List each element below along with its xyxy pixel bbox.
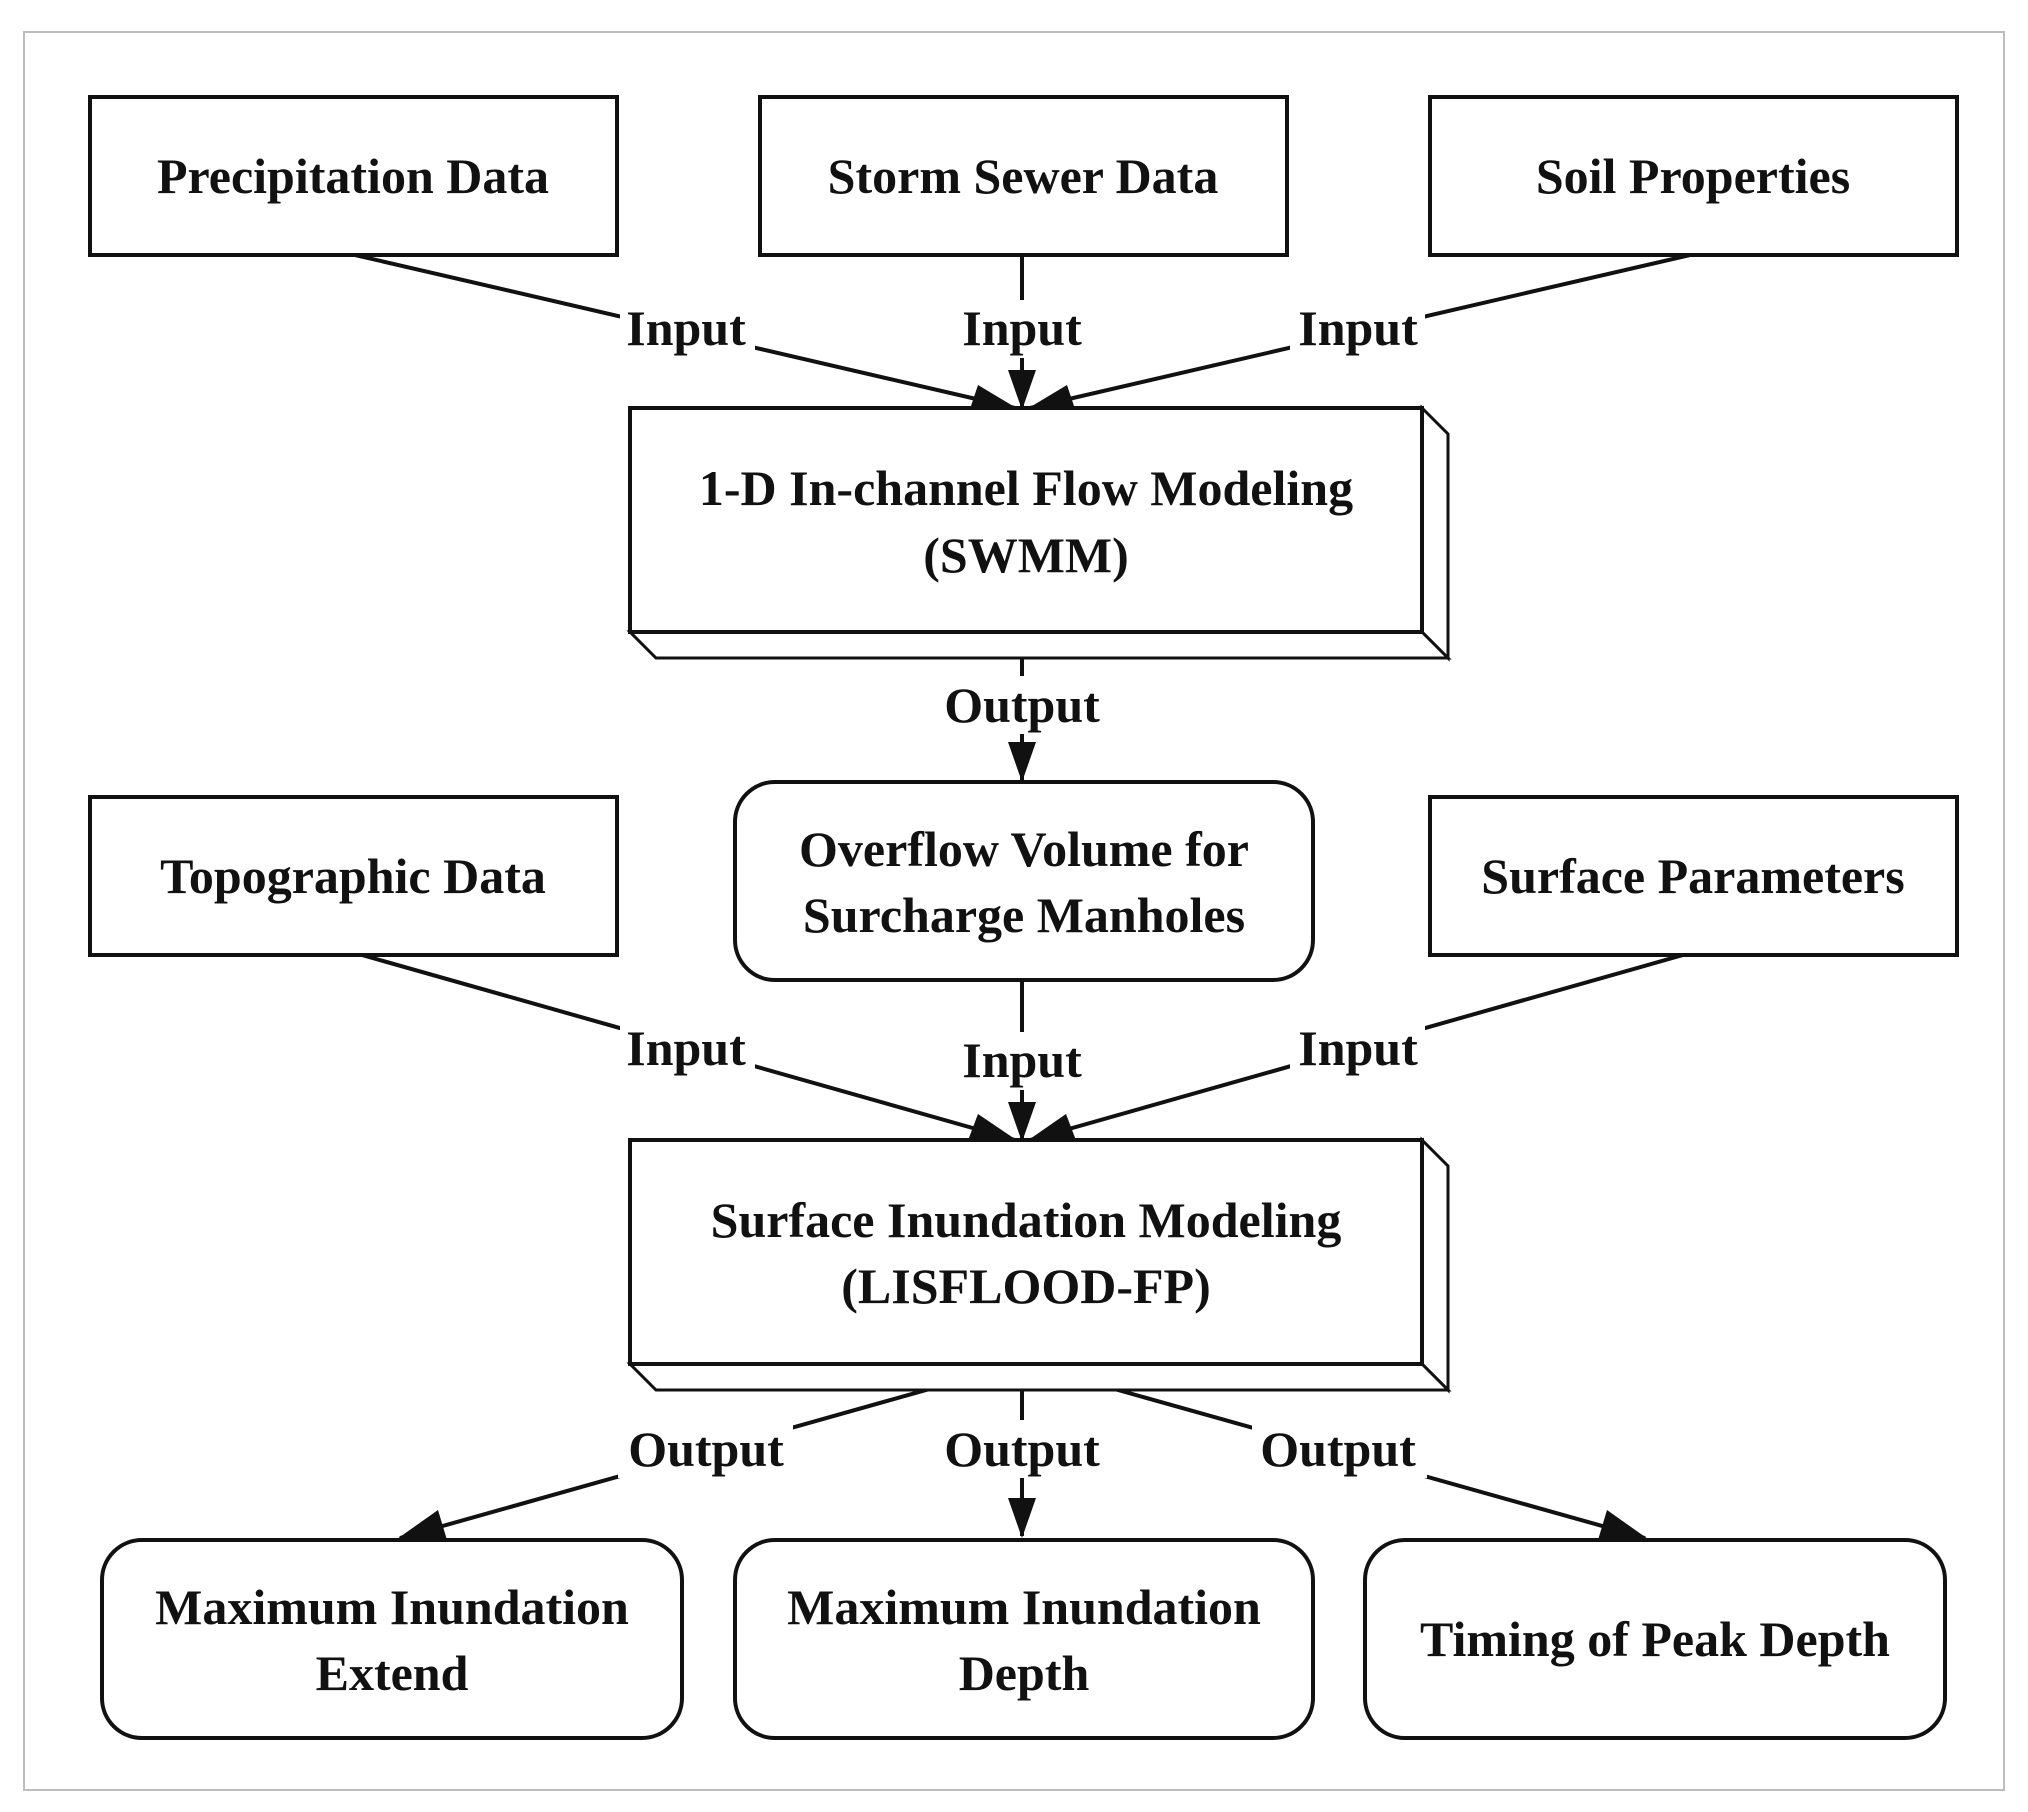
diagram-frame [23,31,2005,1791]
node-swmm-model: 1-D In-channel Flow Modeling (SWMM) [626,404,1452,662]
svg-text:Output: Output [944,677,1100,733]
connector-label-sewer-input: Input [955,300,1090,358]
node-max-inundation-extend: Maximum Inundation Extend [100,1538,684,1740]
svg-text:Output: Output [628,1421,784,1477]
svg-text:Storm Sewer Data: Storm Sewer Data [828,148,1219,204]
svg-text:(SWMM): (SWMM) [923,527,1129,583]
svg-text:Input: Input [626,300,746,356]
svg-text:Soil Properties: Soil Properties [1536,148,1850,204]
svg-text:Overflow Volume for: Overflow Volume for [799,821,1249,877]
svg-text:Input: Input [626,1020,746,1076]
connector-label-overflow-input: Input [955,1032,1090,1090]
node-topographic-data: Topographic Data [88,795,619,957]
svg-text:Maximum Inundation: Maximum Inundation [787,1579,1261,1635]
connector-label-extend-output: Output [618,1420,793,1478]
node-soil-properties: Soil Properties [1428,95,1959,257]
node-max-inundation-depth: Maximum Inundation Depth [733,1538,1315,1740]
svg-text:Input: Input [1298,300,1418,356]
connector-label-params-input: Input [1290,1020,1425,1078]
swmm-side-face [1420,404,1450,662]
lisflood-bottom-face [626,1362,1452,1392]
connector-label-topo-input: Input [620,1020,755,1078]
svg-text:Input: Input [962,300,1082,356]
svg-text:Surface Inundation Modeling: Surface Inundation Modeling [711,1192,1342,1248]
node-storm-sewer-data: Storm Sewer Data [758,95,1289,257]
svg-text:Output: Output [944,1421,1100,1477]
svg-text:Depth: Depth [959,1645,1090,1701]
svg-text:(LISFLOOD-FP): (LISFLOOD-FP) [841,1258,1210,1314]
svg-text:Maximum Inundation: Maximum Inundation [155,1579,629,1635]
node-lisflood-model: Surface Inundation Modeling (LISFLOOD-FP… [626,1136,1452,1394]
node-surface-parameters: Surface Parameters [1428,795,1959,957]
connector-label-depth-output: Output [935,1420,1110,1478]
svg-text:1-D In-channel Flow Modeling: 1-D In-channel Flow Modeling [699,460,1353,516]
svg-text:Surcharge Manholes: Surcharge Manholes [803,887,1245,943]
node-timing-peak-depth: Timing of Peak Depth [1363,1538,1947,1740]
connector-label-timing-output: Output [1252,1420,1427,1478]
swmm-bottom-face [626,630,1452,660]
lisflood-side-face [1420,1136,1450,1394]
svg-text:Timing of Peak Depth: Timing of Peak Depth [1420,1611,1890,1667]
node-precipitation-data: Precipitation Data [88,95,619,257]
svg-text:Output: Output [1260,1421,1416,1477]
svg-text:Topographic Data: Topographic Data [160,848,546,904]
svg-text:Input: Input [962,1032,1082,1088]
connector-label-soil-input: Input [1290,300,1425,358]
svg-text:Surface Parameters: Surface Parameters [1481,848,1904,904]
svg-text:Input: Input [1298,1020,1418,1076]
svg-text:Precipitation Data: Precipitation Data [157,148,549,204]
connector-label-swmm-output: Output [935,676,1110,734]
node-overflow-volume: Overflow Volume for Surcharge Manholes [733,780,1315,982]
svg-text:Extend: Extend [316,1645,469,1701]
connector-label-precip-input: Input [620,300,755,358]
